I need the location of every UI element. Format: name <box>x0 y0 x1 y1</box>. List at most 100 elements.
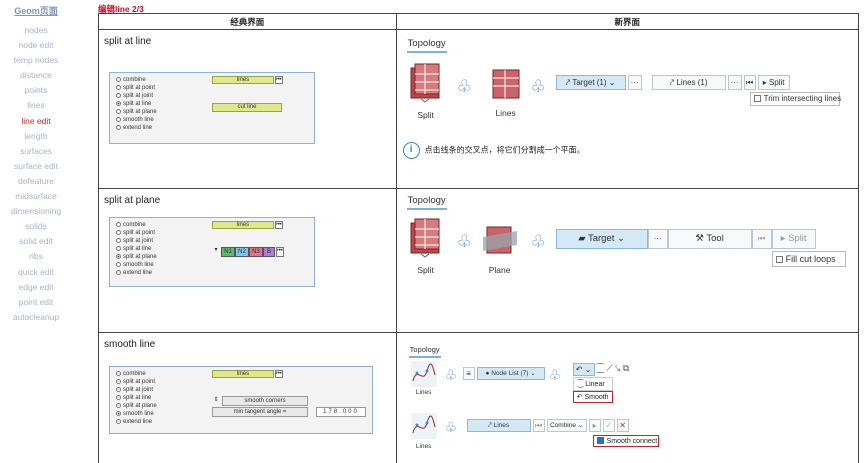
sidebar-item-distance[interactable]: distance <box>20 70 52 81</box>
cancel-icon[interactable]: ✕ <box>616 419 629 432</box>
sidebar-item-points[interactable]: points <box>24 85 48 96</box>
angle-input[interactable]: 178.000 <box>316 407 366 417</box>
sidebar-item-nodes[interactable]: nodes <box>24 25 48 35</box>
radio-combine[interactable]: combine <box>116 371 146 378</box>
plane-geometry-icon[interactable] <box>482 223 519 259</box>
toolbar-icons[interactable]: ⁐ ⟋ ⤥ ⧉ <box>596 363 630 373</box>
combine-dropdown[interactable]: Combine ⌄ <box>546 419 587 432</box>
radio-split-at-line[interactable]: split at line <box>116 395 151 402</box>
radio-split-at-joint[interactable]: split at joint <box>116 387 153 394</box>
plane-n1-button[interactable]: N1 <box>221 247 235 257</box>
sidebar-item-line-edit[interactable]: line edit <box>21 115 51 126</box>
plane-n2-button[interactable]: N2 <box>235 247 249 257</box>
radio-split-at-joint[interactable]: split at joint <box>116 93 153 100</box>
smooth-corners-button[interactable]: smooth corners <box>222 396 308 406</box>
topology-tab[interactable]: Topology <box>408 345 441 358</box>
sidebar-item-lines[interactable]: lines <box>27 100 45 111</box>
sidebar-item-surfaces[interactable]: surfaces <box>19 145 53 156</box>
radio-smooth-line[interactable]: smooth line <box>116 117 154 124</box>
radio-split-at-plane[interactable]: split at plane <box>116 403 157 410</box>
plane-b-button[interactable]: B <box>263 247 275 257</box>
radio-smooth-line[interactable]: smooth line <box>116 411 154 418</box>
lines-selector[interactable]: lines <box>212 76 274 84</box>
radio-split-at-plane[interactable]: split at plane <box>116 254 157 261</box>
radio-extend-line[interactable]: extend line <box>116 125 152 132</box>
plane-n3-button[interactable]: N3 <box>249 247 263 257</box>
radio-split-at-line[interactable]: split at line <box>116 246 151 253</box>
sidebar-item-temp-nodes[interactable]: temp nodes <box>13 55 59 66</box>
menu-linear[interactable]: ⁐ Linear <box>577 381 605 388</box>
radio-split-at-point[interactable]: split at point <box>116 379 155 386</box>
sidebar-item-point-edit[interactable]: point edit <box>18 296 54 307</box>
sidebar-item-autocleanup[interactable]: autocleanup <box>12 311 60 322</box>
node-list-selector[interactable]: ● Node List (7) ⌄ <box>476 367 545 380</box>
radio-combine[interactable]: combine <box>116 77 146 84</box>
cut-line-button[interactable]: cut line <box>212 103 282 112</box>
plus-icon: ♧ <box>456 77 472 96</box>
play-icon[interactable]: ▸ <box>588 419 601 432</box>
radio-split-at-plane[interactable]: split at plane <box>116 109 157 116</box>
sidebar-header[interactable]: Geom页面 <box>14 6 58 16</box>
trim-intersecting-checkbox[interactable]: Trim intersecting lines <box>749 92 841 106</box>
reset-arrow-icon[interactable]: ⏮ <box>275 221 283 229</box>
reset-icon[interactable]: ⏮ <box>532 419 545 432</box>
reset-icon[interactable]: ⏮ <box>751 229 772 249</box>
apply-icon[interactable]: ✓ <box>602 419 615 432</box>
radio-split-at-point[interactable]: split at point <box>116 230 155 237</box>
dropdown-arrow-icon[interactable]: ▾ <box>214 247 218 253</box>
more-options-button[interactable]: ··· <box>727 75 742 90</box>
lines-selector[interactable]: ⤤ Lines (1) <box>651 75 726 90</box>
reset-arrow-icon[interactable]: ⏮ <box>275 370 283 378</box>
topology-tab[interactable]: Topology <box>406 38 447 53</box>
sidebar-item-solid-edit[interactable]: solid edit <box>19 236 53 247</box>
sidebar-item-length[interactable]: length <box>24 130 48 141</box>
split-geometry-icon[interactable] <box>409 62 443 104</box>
reset-arrow-icon[interactable]: ⏮ <box>275 76 283 84</box>
min-tangent-angle-dropdown[interactable]: min tangent angle = <box>212 407 308 417</box>
lines-curve-icon[interactable] <box>410 361 437 387</box>
radio-extend-line[interactable]: extend line <box>116 419 152 426</box>
plus-icon: ♧ <box>530 232 546 251</box>
lines-geometry-icon[interactable] <box>491 68 521 102</box>
list-icon[interactable]: ≡ <box>462 367 475 380</box>
tool-selector[interactable]: ⚒ Tool <box>667 229 752 249</box>
lines-label: Lines <box>415 443 432 450</box>
target-selector[interactable]: ▰ Target ⌄ <box>555 229 648 249</box>
menu-smooth[interactable]: ↶ Smooth <box>572 391 613 403</box>
fill-cut-loops-checkbox[interactable]: Fill cut loops <box>771 251 846 267</box>
sidebar-item-edge-edit[interactable]: edge edit <box>18 281 54 292</box>
split-button[interactable]: ▸ Split <box>771 229 816 249</box>
radio-combine[interactable]: combine <box>116 222 146 229</box>
toggle-arrows-icon[interactable]: ⇕ <box>213 397 219 403</box>
split-geometry-icon[interactable] <box>409 217 443 259</box>
sidebar-item-quick-edit[interactable]: quick edit <box>18 266 54 277</box>
more-options-button[interactable]: ··· <box>647 229 668 249</box>
radio-split-at-joint[interactable]: split at joint <box>116 238 153 245</box>
sidebar-item-solids[interactable]: solids <box>25 221 47 232</box>
lines-selector[interactable]: lines <box>212 221 274 229</box>
sidebar-item-node-edit[interactable]: node edit <box>18 40 54 51</box>
row-3-new-cell: Topology Lines ♧ ≡ ● Node List (7) ⌄ ♧ ↶… <box>395 332 860 463</box>
split-button[interactable]: ▸ Split <box>757 75 790 90</box>
smooth-mode-dropdown[interactable]: ↶ ⌄ <box>572 363 595 376</box>
radio-extend-line[interactable]: extend line <box>116 270 152 277</box>
sidebar-item-ribs[interactable]: ribs <box>29 251 43 262</box>
sidebar-item-surface-edit[interactable]: surface edit <box>14 160 58 171</box>
sidebar-item-defeature[interactable]: defeature <box>18 175 54 186</box>
sidebar-item-dimensioning[interactable]: dimensioning <box>10 206 62 217</box>
radio-split-at-point[interactable]: split at point <box>116 85 155 92</box>
more-options-button[interactable]: ··· <box>627 75 642 90</box>
reset-arrow-icon[interactable]: ⏮ <box>276 247 284 257</box>
radio-split-at-line[interactable]: split at line <box>116 101 151 108</box>
sidebar-item-midsurface[interactable]: midsurface <box>15 191 57 202</box>
reset-icon[interactable]: ⏮ <box>743 75 756 90</box>
topology-tab[interactable]: Topology <box>406 195 447 210</box>
row-title: split at plane <box>104 195 161 206</box>
lines-selector[interactable]: ⤤ Lines <box>466 419 531 432</box>
lines-selector[interactable]: lines <box>212 370 274 378</box>
smooth-connect-checkbox[interactable]: Smooth connect <box>592 435 659 447</box>
lines-curve-icon[interactable] <box>410 413 437 439</box>
target-selector[interactable]: ⤤ Target (1) ⌄ <box>555 75 626 90</box>
radio-smooth-line[interactable]: smooth line <box>116 262 154 269</box>
plane-label: Plane <box>488 265 511 275</box>
